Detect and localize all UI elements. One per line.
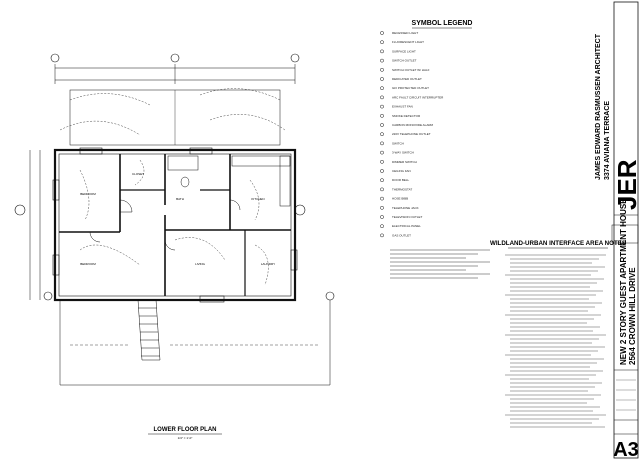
legend-symbol-icon [380, 159, 384, 164]
legend-symbol-icon [380, 178, 384, 183]
room-label: BATH [176, 197, 184, 201]
wui-note-lines [505, 254, 606, 428]
legend-item-label: TELEVISION OUTLET [392, 215, 423, 219]
lower-floor-plan [14, 53, 335, 386]
room-label: LIVING [195, 262, 206, 266]
legend-item-label: DEDICATED OUTLET [392, 77, 422, 81]
legend-item-label: FLUORESCENT LIGHT [392, 40, 424, 44]
legend-symbol-icon [380, 104, 384, 109]
legend-notes [390, 249, 490, 279]
legend-symbol-icon [380, 150, 384, 155]
legend-symbol-icon [380, 205, 384, 210]
legend-symbol-icon [380, 169, 384, 173]
legend-item-label: 220V TELEPHONE OUTLET [392, 132, 431, 136]
legend-item-label: 3-WAY SWITCH [392, 151, 414, 155]
legend-item-label: RECESSED LIGHT [392, 31, 418, 35]
legend-item-label: GAS OUTLET [392, 233, 411, 237]
legend-symbol-icon [380, 233, 384, 238]
legend-item-label: SWITCH OUTLET [392, 59, 417, 63]
legend-symbol-icon [380, 49, 384, 54]
room-label: LAUNDRY [261, 262, 275, 266]
project-address: 2564 CROWN HILL DRIVE [628, 267, 637, 365]
legend-symbol-icon [380, 224, 384, 229]
legend-symbol-icon [380, 132, 384, 137]
legend-items: RECESSED LIGHT FLUORESCENT LIGHT SURFACE L… [380, 31, 444, 237]
legend-symbol-icon [380, 31, 384, 35]
legend-symbol-icon [380, 187, 384, 192]
room-label: CLOSET [132, 172, 144, 176]
legend-item-label: SWITCH OUTLET W/ HALF [392, 68, 430, 72]
legend-item-label: ELECTRICAL PANEL [392, 224, 421, 228]
plan-title: LOWER FLOOR PLAN [154, 427, 217, 433]
architect-address: 3374 AVIANA TERRACE [604, 101, 611, 180]
legend-symbol-icon [380, 40, 384, 45]
legend-item-label: GFI PROTECTED OUTLET [392, 86, 429, 90]
plan-scale: 1/4" = 1'-0" [178, 436, 193, 440]
room-label: BEDROOM [80, 262, 96, 266]
legend-symbol-icon [380, 67, 384, 72]
legend-item-label: SWITCH [392, 141, 404, 145]
legend-item-label: SMOKE DETECTOR [392, 114, 421, 118]
legend-item-label: HOSE BIBB [392, 197, 408, 201]
room-labels: BEDROOM BEDROOM LIVING BATH KITCHEN LAUNDRY CL… [80, 172, 275, 266]
sheet-number: A3 [613, 439, 639, 460]
legend-item-label: SURFACE LIGHT [392, 49, 416, 53]
legend-symbol-icon [380, 215, 384, 219]
legend-symbol-icon [380, 196, 384, 201]
legend-item-label: DOOR BELL [392, 178, 410, 182]
legend-title: SYMBOL LEGEND [412, 20, 473, 27]
wui-notes: WILDLAND-URBAN INTERFACE AREA NOTES [490, 240, 626, 428]
legend-item-label: CEILING FAN [392, 169, 411, 173]
legend-symbol-icon [380, 95, 384, 100]
project-title: NEW 2 STORY GUEST APARTMENT HOUSE [619, 198, 628, 365]
room-label: BEDROOM [80, 192, 96, 196]
legend-item-label: TELEPHONE JACK [392, 206, 419, 210]
legend-item-label: ARC FAULT CIRCUIT INTERRUPTER [392, 95, 444, 99]
wui-title: WILDLAND-URBAN INTERFACE AREA NOTES [490, 240, 626, 247]
title-block [611, 1, 639, 459]
legend-symbol-icon [380, 123, 384, 127]
legend-item-label: THERMOSTAT [392, 187, 412, 191]
legend-symbol-icon [380, 113, 384, 118]
architect-name: JAMES EDWARD RASMUSSEN ARCHITECT [595, 33, 602, 180]
legend-symbol-icon [380, 141, 384, 146]
architect-logo: JER [612, 159, 640, 210]
symbol-legend: SYMBOL LEGEND RECESSED LIGHT FLUORESCENT … [380, 20, 490, 279]
legend-symbol-icon [380, 77, 384, 81]
legend-symbol-icon [380, 86, 384, 91]
legend-item-label: DIMMER SWITCH [392, 160, 417, 164]
room-label: KITCHEN [251, 197, 264, 201]
legend-symbol-icon [380, 58, 384, 63]
legend-item-label: CARBON MONOXIDE ALARM [392, 123, 434, 127]
legend-item-label: EXHAUST FAN [392, 105, 413, 109]
